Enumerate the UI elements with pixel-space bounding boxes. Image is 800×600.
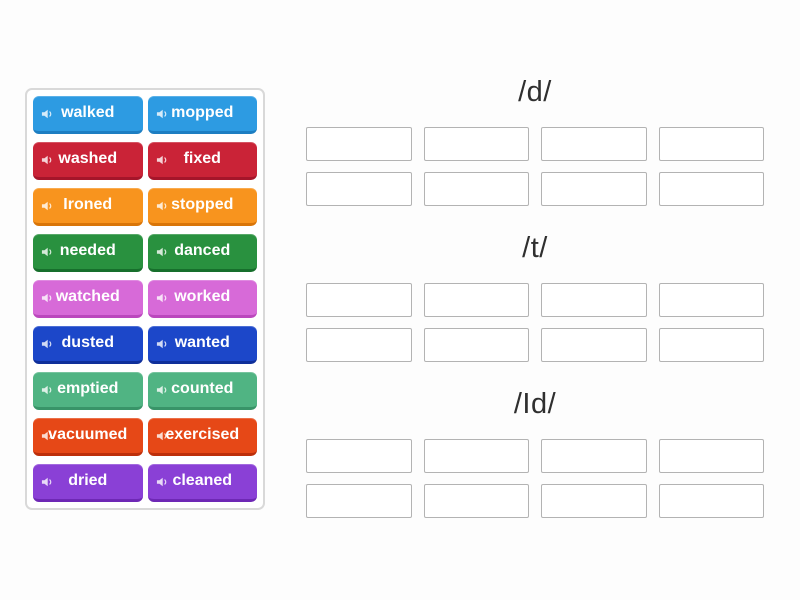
- word-tile-label: walked: [61, 103, 115, 121]
- word-tile-dried[interactable]: dried: [33, 464, 143, 502]
- word-tile-label: vacuumed: [48, 425, 128, 443]
- speaker-icon: [40, 107, 54, 121]
- drop-slot[interactable]: [306, 283, 412, 317]
- speaker-icon: [155, 153, 169, 167]
- word-tile-washed[interactable]: washed: [33, 142, 143, 180]
- drop-slot[interactable]: [423, 439, 529, 473]
- drop-slot[interactable]: [423, 484, 529, 518]
- speaker-icon: [155, 199, 169, 213]
- word-tile-label: cleaned: [172, 471, 233, 489]
- drop-slot[interactable]: [306, 328, 412, 362]
- word-tile-fixed[interactable]: fixed: [147, 142, 257, 180]
- drop-slot[interactable]: [658, 172, 764, 206]
- group-section-1: /t/: [306, 228, 764, 362]
- drop-slot[interactable]: [541, 127, 647, 161]
- word-tile-label: washed: [58, 149, 118, 167]
- word-tile-exercised[interactable]: exercised: [147, 418, 257, 456]
- word-tile-label: watched: [55, 287, 120, 305]
- word-tile-label: emptied: [57, 379, 119, 397]
- speaker-icon: [155, 475, 169, 489]
- drop-slot[interactable]: [541, 283, 647, 317]
- group-section-0: /d/: [306, 72, 764, 206]
- drop-slot[interactable]: [306, 439, 412, 473]
- word-tile-mopped[interactable]: mopped: [147, 96, 257, 134]
- word-tile-watched[interactable]: watched: [33, 280, 143, 318]
- word-tile-needed[interactable]: needed: [33, 234, 143, 272]
- speaker-icon: [40, 383, 54, 397]
- word-tile-label: counted: [171, 379, 234, 397]
- drop-slot[interactable]: [658, 283, 764, 317]
- drop-slot[interactable]: [541, 484, 647, 518]
- speaker-icon: [155, 337, 169, 351]
- drop-slot[interactable]: [423, 127, 529, 161]
- word-tile-dusted[interactable]: dusted: [33, 326, 143, 364]
- answer-groups: /d/ /t/ /Id/: [306, 0, 764, 600]
- drop-slot[interactable]: [423, 283, 529, 317]
- speaker-icon: [155, 291, 169, 305]
- drop-slot[interactable]: [658, 127, 764, 161]
- word-tile-label: exercised: [165, 425, 240, 443]
- speaker-icon: [40, 245, 54, 259]
- drop-slot[interactable]: [658, 484, 764, 518]
- word-tile-counted[interactable]: counted: [147, 372, 257, 410]
- drop-slot[interactable]: [541, 328, 647, 362]
- speaker-icon: [155, 245, 169, 259]
- group-header: /Id/: [513, 388, 557, 420]
- word-tile-label: worked: [174, 287, 231, 305]
- word-tile-label: dusted: [61, 333, 114, 351]
- word-tile-wanted[interactable]: wanted: [147, 326, 257, 364]
- speaker-icon: [40, 153, 54, 167]
- drop-slot[interactable]: [658, 328, 764, 362]
- speaker-icon: [40, 291, 54, 305]
- word-tile-label: dried: [68, 471, 108, 489]
- word-tile-ironed[interactable]: Ironed: [33, 188, 143, 226]
- drop-slot[interactable]: [541, 439, 647, 473]
- word-tile-danced[interactable]: danced: [147, 234, 257, 272]
- word-tile-label: wanted: [174, 333, 230, 351]
- speaker-icon: [40, 337, 54, 351]
- speaker-icon: [155, 383, 169, 397]
- speaker-icon: [40, 199, 54, 213]
- slot-grid: [306, 127, 764, 206]
- slot-grid: [306, 439, 764, 518]
- drop-slot[interactable]: [306, 172, 412, 206]
- word-tile-emptied[interactable]: emptied: [33, 372, 143, 410]
- drop-slot[interactable]: [306, 127, 412, 161]
- word-tile-label: fixed: [183, 149, 221, 167]
- drop-slot[interactable]: [423, 172, 529, 206]
- word-tile-label: mopped: [171, 103, 234, 121]
- slot-grid: [306, 283, 764, 362]
- word-tile-label: needed: [59, 241, 116, 259]
- word-tile-label: danced: [174, 241, 231, 259]
- drop-slot[interactable]: [541, 172, 647, 206]
- drop-slot[interactable]: [658, 439, 764, 473]
- drop-slot[interactable]: [423, 328, 529, 362]
- group-section-2: /Id/: [306, 384, 764, 518]
- word-tile-cleaned[interactable]: cleaned: [147, 464, 257, 502]
- drop-slot[interactable]: [306, 484, 412, 518]
- group-header: /t/: [522, 232, 548, 264]
- speaker-icon: [40, 475, 54, 489]
- word-tile-vacuumed[interactable]: vacuumed: [33, 418, 143, 456]
- word-tile-label: stopped: [171, 195, 234, 213]
- word-tile-stopped[interactable]: stopped: [147, 188, 257, 226]
- speaker-icon: [155, 107, 169, 121]
- word-tile-walked[interactable]: walked: [33, 96, 143, 134]
- group-header: /d/: [518, 76, 552, 108]
- word-tile-label: Ironed: [63, 195, 113, 213]
- word-tile-worked[interactable]: worked: [147, 280, 257, 318]
